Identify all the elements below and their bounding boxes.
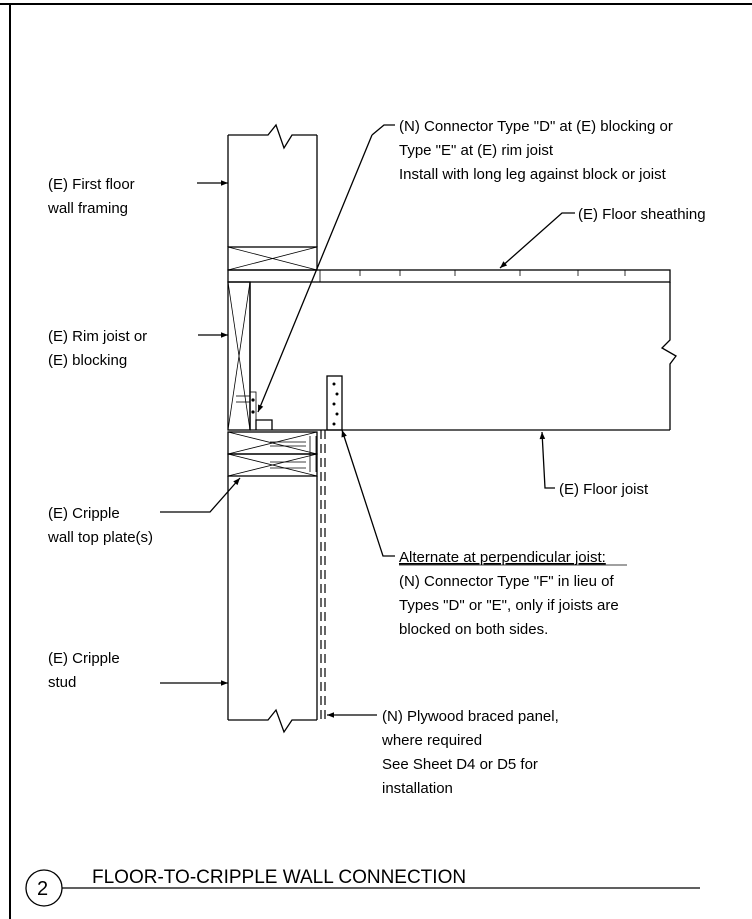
sheet-border <box>0 3 752 919</box>
wall-bottom-plate <box>227 246 318 271</box>
label-cripple-top-plate: (E) Cripple wall top plate(s) <box>47 505 153 546</box>
label-plywood-panel: (N) Plywood braced panel, where required… <box>381 708 563 797</box>
label-alternate-body: (N) Connector Type "F" in lieu of Types … <box>399 573 623 638</box>
rim-joist <box>227 281 251 431</box>
floor-sheathing <box>227 269 671 283</box>
cripple-wall-top-plates <box>227 431 318 477</box>
label-floor-sheathing: (E) Floor sheathing <box>578 206 706 223</box>
connector-type-d-e <box>236 391 273 431</box>
detail-title: FLOOR-TO-CRIPPLE WALL CONNECTION <box>92 867 466 888</box>
label-cripple-stud: (E) Cripple stud <box>48 650 124 691</box>
cripple-stud <box>227 476 318 734</box>
detail-number: 2 <box>37 878 48 900</box>
label-rim-joist: (E) Rim joist or (E) blocking <box>48 328 151 369</box>
detail-title-block: 2 FLOOR-TO-CRIPPLE WALL CONNECTION <box>25 867 700 907</box>
floor-joist <box>249 282 677 431</box>
label-first-floor-wall: (E) First floor wall framing <box>47 176 139 217</box>
plywood-braced-panel <box>320 430 326 722</box>
label-connector-d-e: (N) Connector Type "D" at (E) blocking o… <box>399 118 677 183</box>
leader-lines <box>160 124 575 718</box>
label-alternate-heading: Alternate at perpendicular joist: <box>399 549 606 566</box>
connector-type-f <box>326 375 343 431</box>
label-floor-joist: (E) Floor joist <box>559 481 649 498</box>
first-floor-wall-framing <box>227 123 318 247</box>
